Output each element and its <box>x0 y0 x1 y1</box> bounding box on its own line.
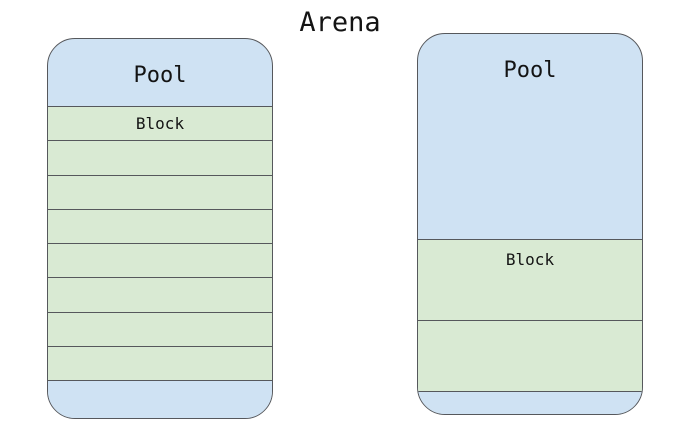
block-row <box>48 243 272 278</box>
pool-right-label: Pool <box>503 58 557 83</box>
block-row <box>418 320 642 391</box>
block-row <box>48 311 272 346</box>
pool-left-footer <box>48 380 272 418</box>
block-row <box>48 174 272 209</box>
diagram-title: Arena <box>299 7 381 38</box>
pool-right: Pool Block <box>417 33 643 415</box>
block-row <box>48 345 272 380</box>
block-label: Block <box>505 250 555 269</box>
block-row: Block <box>48 106 272 141</box>
pool-right-header: Pool <box>418 34 642 239</box>
block-row <box>48 140 272 175</box>
block-row: Block <box>418 239 642 320</box>
pool-left-header: Pool <box>48 39 272 106</box>
pool-left-label: Pool <box>133 63 187 88</box>
block-row <box>48 208 272 243</box>
block-row <box>48 277 272 312</box>
block-label: Block <box>135 114 185 134</box>
pool-left: Pool Block <box>47 38 273 419</box>
pool-right-footer <box>418 391 642 414</box>
